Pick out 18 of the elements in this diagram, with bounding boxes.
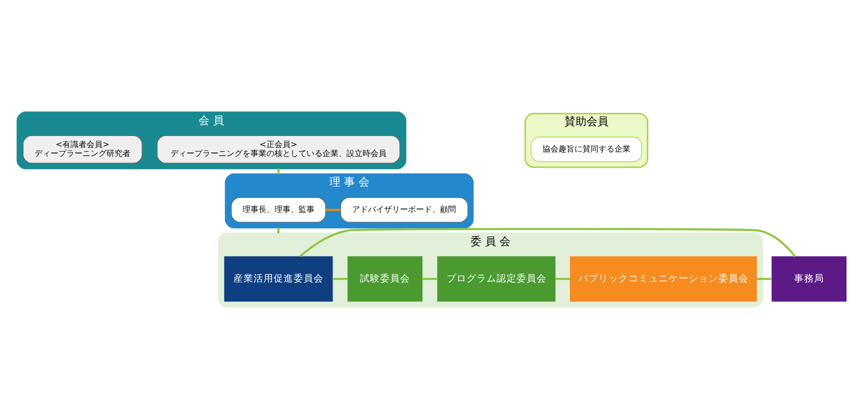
node-box: <正会員> ディープラーニングを事業の核としている企業、設立時会員 [156, 134, 400, 163]
connector [555, 277, 570, 280]
node-box: パブリックコミュニケーション委員会 [570, 256, 757, 302]
node-box: 理事長、理事、監事 [231, 196, 326, 222]
node-box: <有識者会員> ディープラーニング研究者 [22, 134, 142, 163]
connector [422, 277, 438, 280]
node-box: アドバイザリーボード、顧問 [340, 196, 468, 222]
node-box: 協会趣旨に賛同する企業 [530, 136, 642, 162]
node-box: 産業活用促進委員会 [224, 256, 333, 302]
node-box: 試験委員会 [348, 256, 422, 302]
node-box: プログラム認定委員会 [437, 256, 556, 302]
connector [332, 277, 348, 280]
connector [277, 168, 280, 174]
connector [326, 208, 340, 210]
node-box: 事務局 [772, 256, 847, 302]
connector [756, 277, 772, 280]
connector [277, 227, 280, 233]
connector [300, 227, 796, 257]
